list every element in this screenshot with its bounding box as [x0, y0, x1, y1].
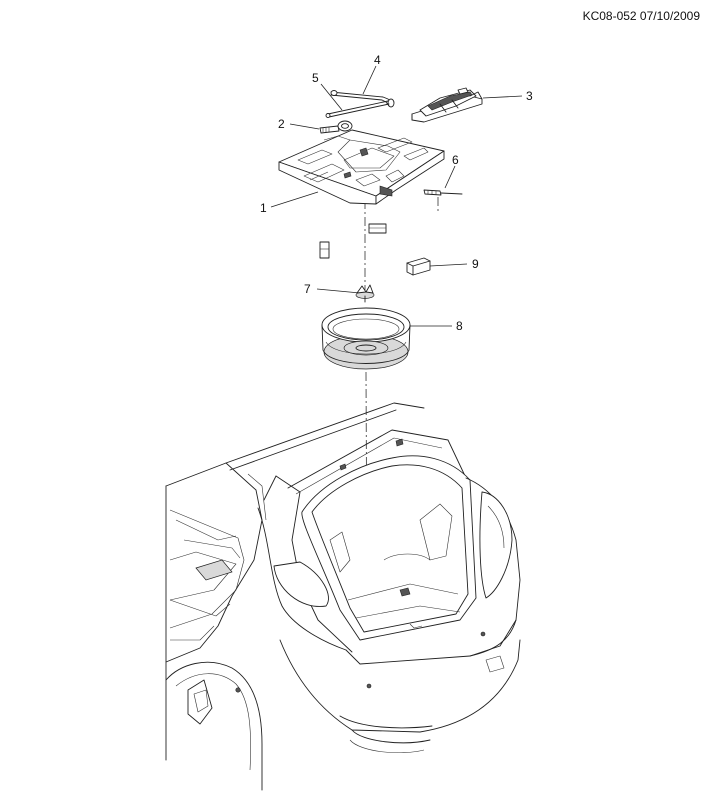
document-id: KC08-052 07/10/2009: [582, 9, 700, 23]
jack-handle: [325, 100, 390, 118]
foam-block: [406, 257, 431, 276]
scissor-jack: [411, 87, 483, 123]
tool-tray: [278, 129, 445, 205]
towing-eye: [319, 120, 353, 134]
callout-leaders: [270, 65, 523, 327]
wing-nut: [355, 284, 375, 303]
callout-3: 3: [526, 89, 533, 103]
callout-1: 1: [260, 201, 267, 215]
callout-9: 9: [472, 257, 479, 271]
callout-5: 5: [312, 71, 319, 85]
spare-wheel: [321, 307, 411, 370]
callout-6: 6: [452, 153, 459, 167]
vehicle-rear-body: [165, 402, 521, 791]
callout-4: 4: [374, 53, 381, 67]
callout-numbers: 1 2 3 4 5 6 7 8 9: [260, 53, 533, 333]
screwdriver: [423, 189, 463, 196]
small-clip-parts: [319, 223, 387, 259]
callout-7: 7: [304, 282, 311, 296]
callout-8: 8: [456, 319, 463, 333]
callout-2: 2: [278, 117, 285, 131]
